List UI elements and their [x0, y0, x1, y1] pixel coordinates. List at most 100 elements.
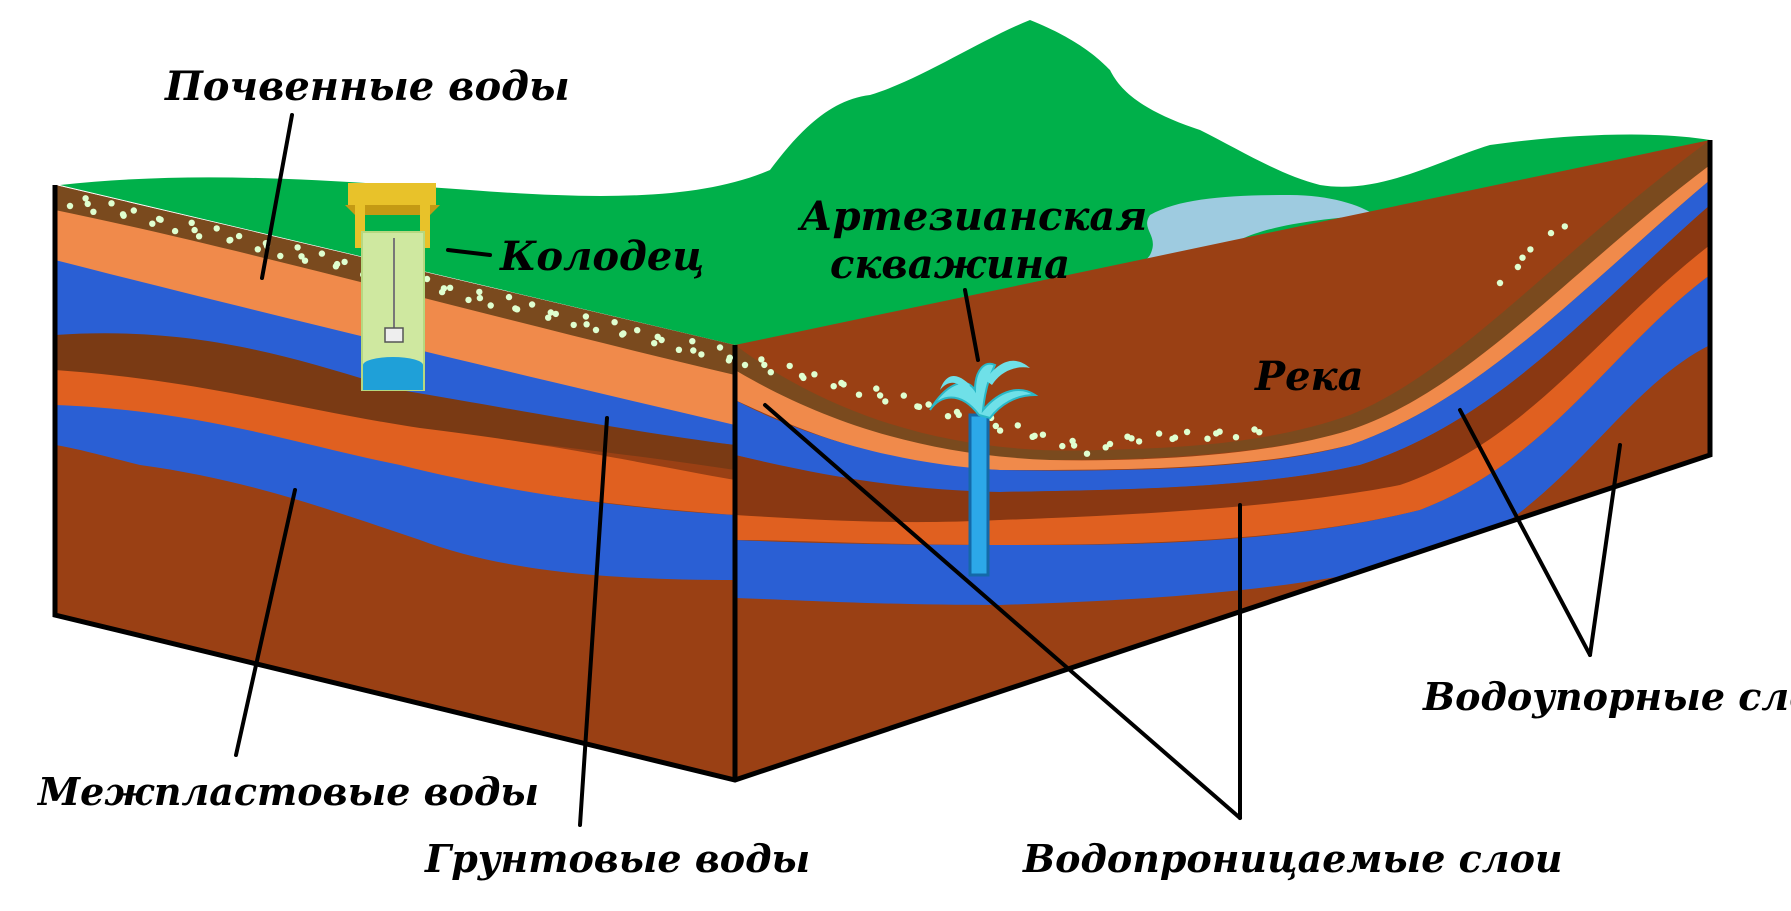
- soil-water-dot: [1171, 434, 1179, 441]
- soil-water-dot: [1039, 431, 1047, 438]
- label-impermeable: Водоупорные слои: [1422, 674, 1791, 719]
- soil-water-dot: [1183, 428, 1191, 436]
- artesian-well: [929, 360, 1039, 577]
- soil-water-dot: [800, 374, 807, 382]
- soil-water-dot: [108, 200, 115, 207]
- soil-water-dot: [341, 258, 348, 266]
- soil-water-dot: [925, 401, 932, 408]
- soil-water-dot: [582, 313, 590, 320]
- soil-water-dot: [149, 220, 156, 227]
- soil-water-dot: [658, 336, 665, 344]
- soil-water-dot: [66, 202, 74, 210]
- label-artesian-line1: Артезианская: [797, 193, 1147, 240]
- soil-water-dot: [1519, 254, 1526, 261]
- soil-water-dot: [955, 411, 962, 419]
- soil-water-dot: [592, 326, 600, 334]
- soil-water-dot: [1256, 429, 1263, 436]
- soil-water-dot: [1204, 435, 1211, 442]
- soil-water-dots: [66, 195, 1569, 457]
- soil-water-dot: [120, 212, 127, 219]
- soil-water-dot: [227, 236, 234, 244]
- soil-water-dot: [689, 338, 696, 345]
- soil-water-dot: [944, 413, 952, 420]
- soil-water-dot: [333, 260, 341, 268]
- soil-water-dot: [900, 392, 907, 399]
- soil-water-dot: [811, 371, 818, 378]
- soil-water-dot: [157, 216, 164, 223]
- soil-water-dot: [547, 309, 554, 316]
- soil-water-dot: [620, 330, 627, 337]
- soil-water-dot: [1251, 426, 1258, 433]
- soil-water-dot: [1031, 432, 1038, 439]
- soil-water-dot: [505, 293, 513, 301]
- soil-water-dot: [992, 422, 999, 430]
- soil-water-dot: [191, 226, 198, 234]
- soil-water-dot: [298, 253, 305, 260]
- soil-water-dot: [1514, 263, 1522, 271]
- soil-water-dot: [882, 398, 889, 405]
- soil-water-dot: [1216, 428, 1223, 435]
- soil-water-dot: [130, 207, 137, 214]
- soil-water-dot: [1059, 442, 1066, 450]
- soil-water-dot: [634, 327, 641, 334]
- soil-water-dot: [528, 301, 536, 308]
- soil-water-dot: [476, 288, 483, 296]
- soil-water-dot: [294, 244, 301, 251]
- soil-water-dot: [840, 381, 847, 388]
- soil-water-dot: [716, 344, 724, 351]
- soil-water-dot: [1070, 442, 1078, 449]
- label-well: Колодец: [499, 233, 704, 280]
- well: [345, 183, 440, 391]
- soil-water-dot: [513, 306, 521, 313]
- soil-water-dot: [552, 310, 559, 318]
- soil-water-dot: [1561, 223, 1569, 230]
- soil-water-dot: [1155, 430, 1163, 437]
- soil-water-dot: [786, 362, 793, 370]
- soil-water-dot: [188, 219, 195, 226]
- soil-water-dot: [440, 285, 448, 292]
- soil-water-dot: [1527, 246, 1534, 253]
- soil-water-dot: [690, 347, 697, 354]
- soil-water-dot: [855, 391, 863, 398]
- soil-water-dot: [873, 385, 880, 392]
- soil-water-dot: [545, 314, 552, 321]
- soil-water-dot: [82, 195, 89, 202]
- soil-water-dot: [767, 369, 774, 376]
- soil-water-dot: [1135, 438, 1143, 445]
- label-river: Река: [1254, 353, 1364, 400]
- label-permeable: Водопроницаемые слои: [1022, 836, 1563, 881]
- soil-water-dot: [1496, 279, 1504, 287]
- soil-water-dot: [726, 354, 733, 361]
- soil-water-dot: [213, 225, 220, 232]
- soil-water-dot: [465, 296, 472, 304]
- label-soil-water: Почвенные воды: [164, 63, 570, 110]
- soil-water-dot: [195, 233, 203, 240]
- soil-water-dot: [583, 321, 590, 328]
- soil-water-dot: [876, 392, 884, 399]
- soil-water-dot: [235, 232, 243, 240]
- soil-water-dot: [423, 275, 431, 283]
- soil-water-dot: [84, 200, 91, 208]
- soil-water-dot: [651, 340, 658, 347]
- label-ground-water: Грунтовые воды: [424, 836, 810, 881]
- soil-water-dot: [318, 250, 326, 257]
- box-edges: [52, 140, 1713, 783]
- soil-water-dot: [1106, 440, 1114, 448]
- soil-water-dot: [1232, 434, 1240, 441]
- soil-water-dot: [1083, 450, 1091, 457]
- leader-lines: [234, 113, 1622, 827]
- soil-water-dot: [487, 302, 494, 309]
- label-interstratal: Межпластовые воды: [36, 769, 539, 814]
- soil-water-dot: [1547, 229, 1555, 237]
- soil-water-dot: [996, 427, 1004, 434]
- soil-water-dot: [171, 227, 179, 235]
- soil-water-dot: [254, 246, 261, 253]
- soil-water-dot: [741, 361, 749, 369]
- soil-water-dot: [570, 321, 577, 329]
- soil-water-dot: [758, 356, 765, 363]
- soil-water-dot: [446, 284, 454, 291]
- soil-water-dot: [1014, 422, 1021, 429]
- label-artesian-line2: скважина: [830, 241, 1070, 288]
- soil-water-dot: [90, 208, 97, 215]
